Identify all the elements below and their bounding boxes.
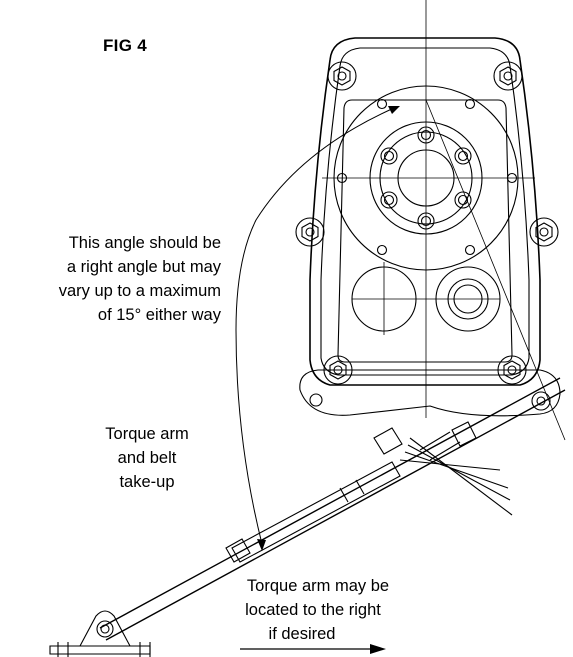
output-hub [334,86,518,270]
location-note-line-3: if desired [268,625,336,643]
location-note-line-2: located to the right [245,601,381,619]
center-lines [322,0,565,440]
torque-note-line-2: and belt [117,449,177,467]
gearbox-housing-inner [321,48,529,375]
ground-bracket [50,611,150,657]
torque-note-line-3: take-up [119,473,175,491]
torque-arm [100,378,565,640]
angle-note-line-2: a right angle but may [66,258,221,276]
corner-bolts [296,62,558,384]
angle-arc [236,108,394,544]
input-shafts [352,262,500,335]
direction-arrow-head [370,644,386,654]
nut-upper-left [374,428,402,454]
gearbox-bracket [300,370,560,416]
nut-lower [226,539,250,562]
angle-note-line-3: vary up to a maximum [58,282,221,300]
angle-note-line-1: This angle should be [68,234,221,252]
torque-note-line-1: Torque arm [105,425,189,443]
angle-arrow-top [388,106,400,114]
nut-upper-right [452,422,476,446]
angle-note-line-4: of 15° either way [97,306,221,324]
angle-arrow-bottom [257,539,266,551]
location-note-line-1: Torque arm may be [246,577,390,595]
turnbuckle-body [232,462,400,562]
bracket-pivot-left [310,394,322,406]
gearbox-face-panel [338,100,512,362]
bracket-pivot-right [532,392,550,410]
figure-title: FIG 4 [103,36,148,55]
